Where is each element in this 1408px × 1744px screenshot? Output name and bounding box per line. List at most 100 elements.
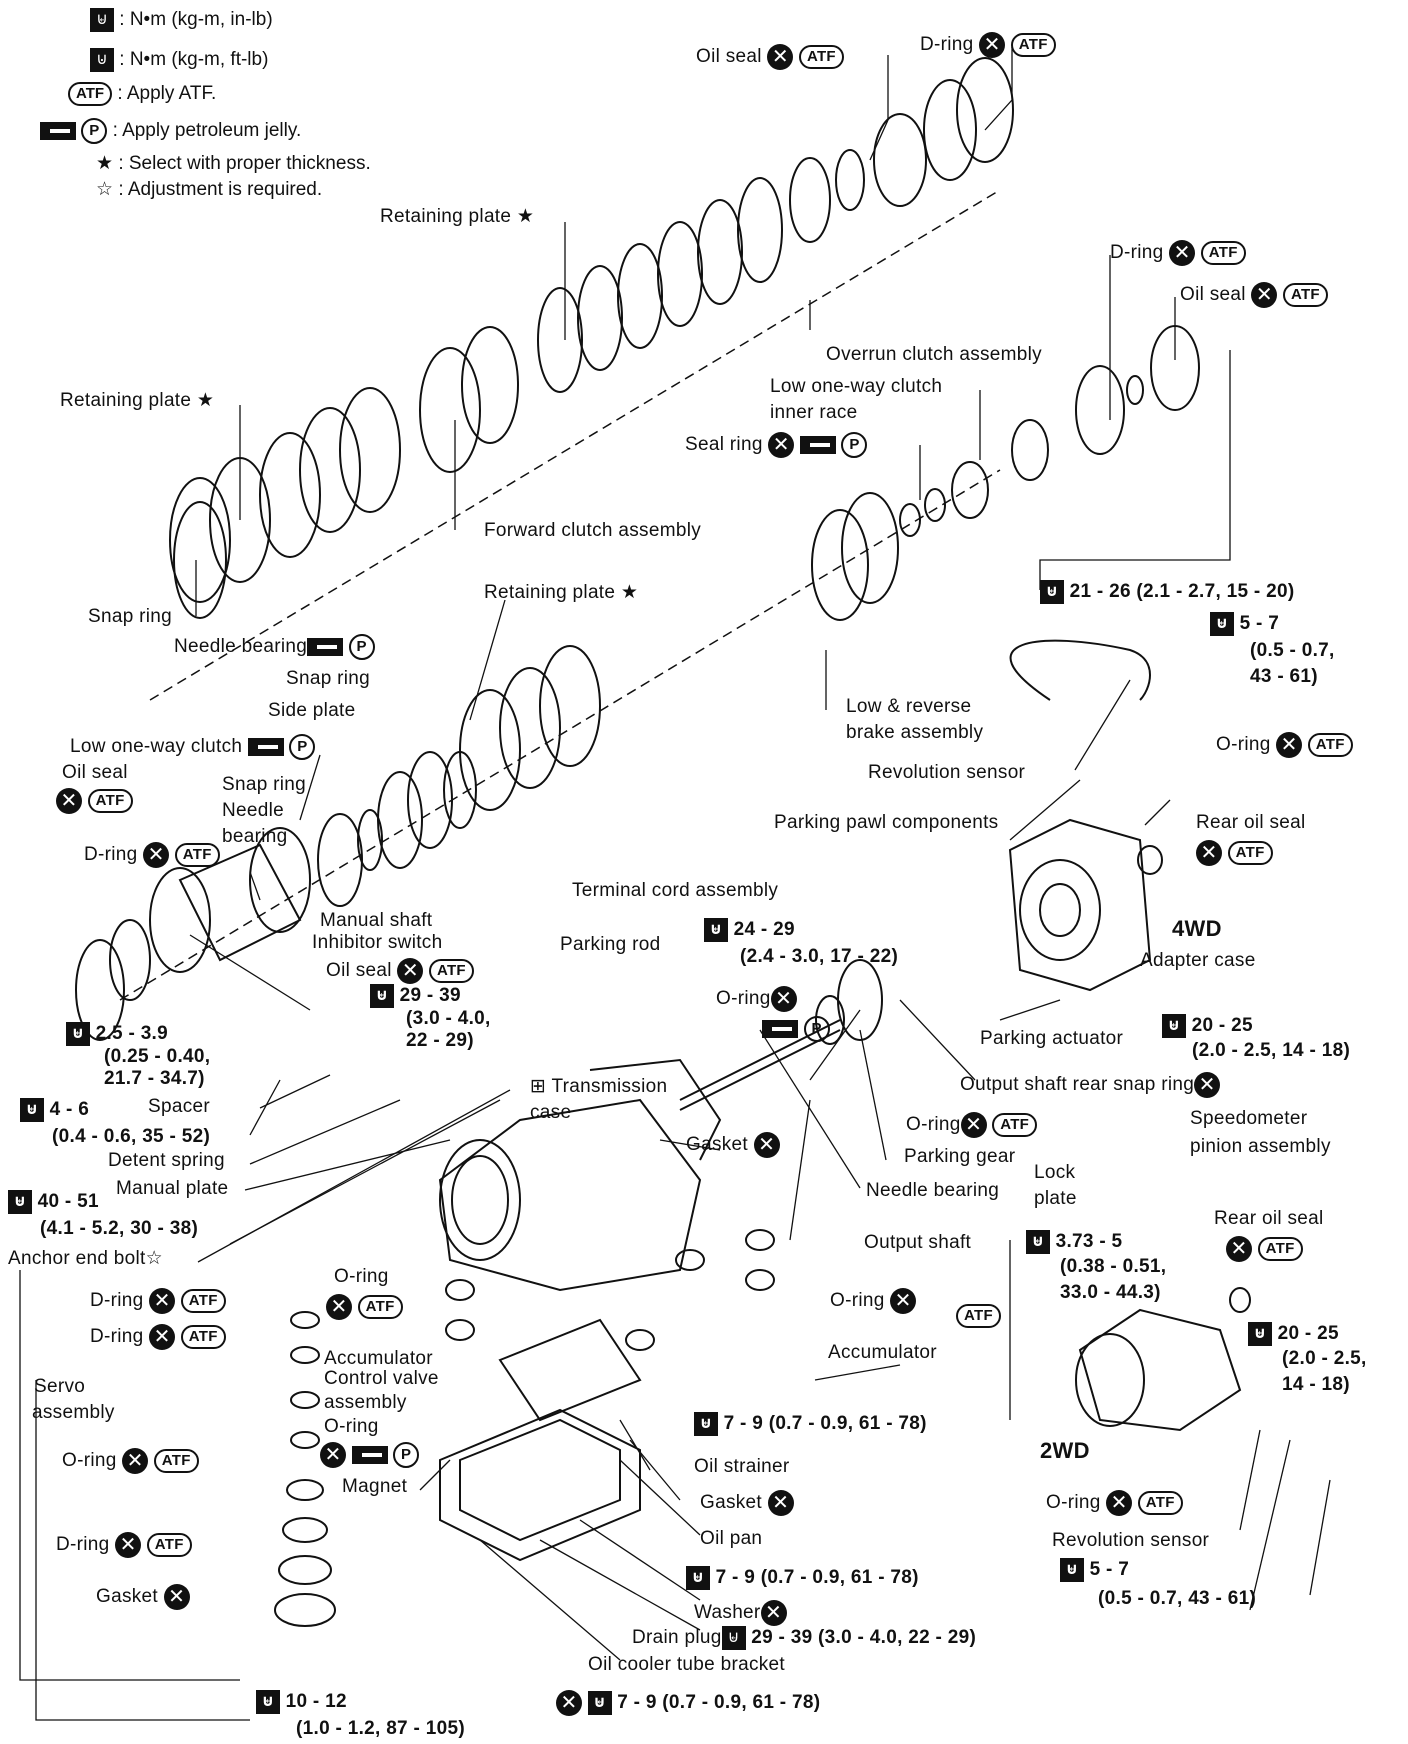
label-d-ring-servo2: D-ring ✕ ATF [90, 1324, 226, 1350]
replace-icon: ✕ [767, 44, 794, 70]
label-rear-oil-seal: Rear oil seal [1196, 812, 1306, 833]
petroleum-jelly-icon [307, 638, 344, 656]
label-torque-3-73c: 33.0 - 44.3) [1060, 1282, 1161, 1303]
replace-icon: ✕ [326, 1294, 352, 1320]
atf-icon: ATF [87, 789, 133, 813]
label-low-one-way-clutch-inner: Low one-way clutch [770, 376, 943, 397]
atf-icon: ATF [180, 1325, 226, 1349]
replace-icon: ✕ [770, 986, 797, 1012]
label-torque-29-39: ⊌ 29 - 39 [370, 984, 461, 1008]
legend-text: : N•m (kg-m, ft-lb) [119, 49, 269, 71]
replace-icon: ✕ [1194, 1072, 1221, 1098]
atf-icon: ATF [1257, 1237, 1303, 1261]
label-transmission: ⊞ Transmission [530, 1076, 668, 1097]
torque-icon: ⊌ [1248, 1322, 1272, 1346]
legend-text: : Adjustment is required. [118, 179, 323, 200]
torque-icon: ⊌ [66, 1022, 90, 1046]
label-torque-29-39b: (3.0 - 4.0, [406, 1008, 491, 1029]
label-torque-21-26: ⊌ 21 - 26 (2.1 - 2.7, 15 - 20) [1040, 580, 1295, 604]
atf-icon: ATF [992, 1113, 1038, 1137]
label-torque-20-25b3: 14 - 18) [1282, 1374, 1350, 1395]
label-forward-clutch: Forward clutch assembly [484, 520, 702, 541]
replace-icon: ✕ [556, 1690, 582, 1716]
low-one-way-clutch-parts [75, 751, 477, 1041]
atf-icon: ATF [956, 1304, 1001, 1328]
atf-icon: ATF [1307, 733, 1353, 757]
p-circle-icon: P [289, 734, 316, 760]
label-torque-7-9b: ⊌ 7 - 9 (0.7 - 0.9, 61 - 78) [686, 1566, 919, 1590]
label-gasket-3: Gasket ✕ [96, 1584, 190, 1610]
torque-icon: ⊌ [90, 8, 114, 32]
label-torque-29-39c: 22 - 29) [406, 1030, 474, 1051]
label-speedometer: Speedometer [1190, 1108, 1308, 1129]
replace-icon: ✕ [149, 1324, 176, 1350]
torque-icon: ⊌ [1026, 1230, 1050, 1254]
label-torque-20-25a: ⊌ 20 - 25 [1162, 1014, 1253, 1038]
label-snap-ring-3: Snap ring [222, 774, 307, 795]
accumulators [445, 1229, 775, 1351]
torque-icon: ⊌ [370, 984, 394, 1008]
label-o-ring-servo: O-ring ✕ ATF [62, 1448, 199, 1474]
label-torque-40-51b: (4.1 - 5.2, 30 - 38) [40, 1218, 199, 1239]
replace-icon: ✕ [143, 842, 170, 868]
legend-star: ★ : Select with proper thickness. [96, 152, 371, 175]
torque-icon: ⊌ [1210, 612, 1234, 636]
p-circle-icon: P [803, 1016, 830, 1042]
torque-icon: ⊌ [694, 1412, 718, 1436]
atf-icon: ATF [1282, 283, 1328, 307]
label-torque-20-25b2: (2.0 - 2.5, [1282, 1348, 1367, 1369]
replace-icon: ✕ [767, 1490, 794, 1516]
label-manual-shaft: Manual shaft [320, 910, 433, 931]
atf-icon: ATF [180, 1289, 226, 1313]
servo-stack [274, 1311, 336, 1627]
torque-icon: ⊌ [721, 1626, 746, 1650]
replace-icon: ✕ [320, 1442, 346, 1468]
label-plate: plate [1034, 1188, 1077, 1209]
legend-atf: ATF : Apply ATF. [68, 82, 216, 106]
p-circle-icon: P [841, 432, 868, 458]
legend-text: : Apply petroleum jelly. [112, 120, 302, 142]
label-case: case [530, 1102, 572, 1123]
label-oil-strainer: Oil strainer [694, 1456, 790, 1477]
label-torque-4-6: ⊌ 4 - 6 [20, 1098, 89, 1122]
petroleum-jelly-icon [351, 1446, 388, 1464]
label-needle: Needle [222, 800, 285, 821]
label-servo: Servo [34, 1376, 86, 1397]
label-control-valve: Control valve [324, 1368, 439, 1389]
torque-icon: ⊌ [1162, 1014, 1186, 1038]
label-torque-5-7-a: ⊌ 5 - 7 [1210, 612, 1279, 636]
label-manual-plate: Manual plate [116, 1178, 229, 1199]
replace-icon: ✕ [753, 1132, 780, 1158]
p-circle-icon: P [81, 118, 108, 144]
label-pinion: pinion assembly [1190, 1136, 1331, 1157]
torque-icon: ⊌ [20, 1098, 44, 1122]
replace-icon: ✕ [768, 432, 795, 458]
label-d-ring-top: D-ring ✕ ATF [920, 32, 1056, 58]
hollow-star-icon: ☆ [96, 179, 114, 200]
label-torque-5-7-a3: 43 - 61) [1250, 666, 1318, 687]
label-drain-plug: Drain plug⊌ 29 - 39 (3.0 - 4.0, 22 - 29) [632, 1626, 977, 1650]
adapter-case-4wd [1008, 818, 1163, 992]
label-o-ring-2wd: O-ring ✕ ATF [1046, 1490, 1183, 1516]
label-anchor-end-bolt: Anchor end bolt☆ [8, 1248, 163, 1269]
label-o-ring-acc2: O-ring ✕ [830, 1288, 917, 1314]
label-parking-actuator: Parking actuator [980, 1028, 1124, 1049]
replace-icon: ✕ [397, 958, 424, 984]
label-torque-10-12: ⊌ 10 - 12 [256, 1690, 347, 1714]
label-overrun-clutch: Overrun clutch assembly [826, 344, 1042, 365]
label-low-reverse: Low & reverse [846, 696, 972, 717]
snap-ring-shape [173, 501, 227, 619]
atf-icon: ATF [1137, 1491, 1183, 1515]
atf-icon: ATF [68, 82, 113, 106]
replace-icon: ✕ [163, 1584, 190, 1610]
label-o-ring-mid-symbols: P [762, 1016, 830, 1042]
replace-icon: ✕ [1226, 1236, 1252, 1262]
label-snap-ring-2: Snap ring [286, 668, 371, 689]
label-rear-oil-seal-2: Rear oil seal [1214, 1208, 1324, 1229]
torque-icon: ⊌ [1060, 1558, 1084, 1582]
label-torque-5-7-a2: (0.5 - 0.7, [1250, 640, 1335, 661]
torque-icon: ⊌ [587, 1691, 612, 1715]
label-o-ring-acc: O-ring [334, 1266, 389, 1287]
label-oil-pan: Oil pan [700, 1528, 763, 1549]
label-4wd: 4WD [1172, 916, 1222, 941]
